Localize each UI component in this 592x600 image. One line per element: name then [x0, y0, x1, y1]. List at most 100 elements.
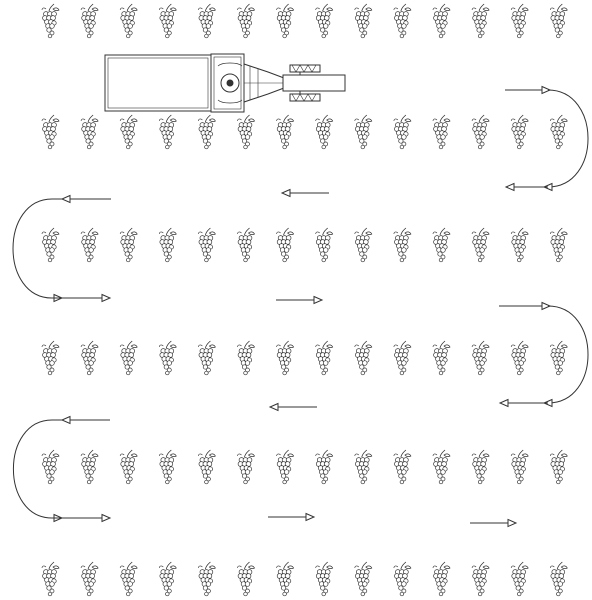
grape-cluster-icon [511, 341, 528, 375]
u-turn-left-end [13, 196, 111, 302]
grape-cluster-icon [81, 228, 98, 262]
grape-cluster-icon [394, 450, 411, 484]
vine-row [42, 4, 567, 38]
vine-row [42, 341, 567, 375]
grape-cluster-icon [120, 228, 137, 262]
grape-cluster-icon [159, 341, 176, 375]
vine-row [42, 115, 567, 149]
grape-cluster-icon [355, 228, 372, 262]
grape-cluster-icon [472, 562, 489, 596]
vine-row [42, 562, 567, 596]
grape-cluster-icon [550, 562, 567, 596]
arrow-head [508, 520, 516, 527]
path-arrows [13, 87, 588, 527]
grape-cluster-icon [81, 450, 98, 484]
grape-cluster-icon [42, 115, 59, 149]
grape-cluster-icon [159, 115, 176, 149]
grape-cluster-icon [472, 450, 489, 484]
tractor-with-trailer-icon [105, 54, 345, 112]
grape-cluster-icon [42, 562, 59, 596]
grape-cluster-icon [277, 4, 294, 38]
grape-cluster-icon [550, 450, 567, 484]
grape-cluster-icon [394, 562, 411, 596]
grape-cluster-icon [394, 115, 411, 149]
grape-cluster-icon [433, 450, 450, 484]
grape-cluster-icon [316, 4, 333, 38]
grape-cluster-icon [316, 341, 333, 375]
grape-cluster-icon [511, 450, 528, 484]
arrow-head [102, 295, 110, 302]
grape-cluster-icon [433, 228, 450, 262]
path-arrow-right [268, 514, 314, 521]
arrow-head [102, 515, 110, 522]
path-arrow-right [470, 520, 516, 527]
grape-cluster-icon [198, 4, 215, 38]
path-arrow-left [282, 190, 329, 197]
grape-cluster-icon [238, 450, 255, 484]
turn-curve [548, 90, 588, 187]
arrow-head [270, 404, 278, 411]
grape-cluster-icon [81, 4, 98, 38]
grape-cluster-icon [550, 228, 567, 262]
grape-cluster-icon [472, 115, 489, 149]
grape-cluster-icon [355, 450, 372, 484]
grape-cluster-icon [238, 562, 255, 596]
grape-cluster-icon [433, 4, 450, 38]
grape-cluster-icon [277, 115, 294, 149]
grape-cluster-icon [120, 562, 137, 596]
grape-cluster-icon [511, 4, 528, 38]
grape-cluster-icon [81, 115, 98, 149]
grape-cluster-icon [550, 341, 567, 375]
grape-cluster-icon [159, 4, 176, 38]
vine-row [42, 228, 567, 262]
arrow-head [62, 196, 70, 203]
grape-cluster-icon [42, 228, 59, 262]
grape-cluster-icon [42, 341, 59, 375]
vine-row [42, 450, 567, 484]
arrow-head [506, 184, 514, 191]
grape-cluster-icon [42, 4, 59, 38]
grape-cluster-icon [472, 341, 489, 375]
grape-cluster-icon [81, 562, 98, 596]
arrow-head [314, 297, 322, 304]
grape-cluster-icon [277, 450, 294, 484]
grape-cluster-icon [472, 4, 489, 38]
grape-cluster-icon [394, 4, 411, 38]
grape-cluster-icon [316, 450, 333, 484]
grape-cluster-icon [316, 562, 333, 596]
grape-cluster-icon [159, 562, 176, 596]
grape-cluster-icon [511, 228, 528, 262]
path-arrow-left [270, 404, 317, 411]
grape-cluster-icon [316, 115, 333, 149]
grape-cluster-icon [394, 341, 411, 375]
grape-cluster-icon [355, 4, 372, 38]
arrow-head [282, 190, 290, 197]
path-arrow-right [276, 297, 322, 304]
grape-cluster-icon [198, 115, 215, 149]
grape-cluster-icon [394, 228, 411, 262]
grape-cluster-icon [120, 450, 137, 484]
grape-cluster-icon [238, 4, 255, 38]
grape-cluster-icon [120, 341, 137, 375]
grape-cluster-icon [120, 115, 137, 149]
grape-cluster-icon [198, 228, 215, 262]
grape-cluster-icon [511, 562, 528, 596]
grape-cluster-icon [433, 562, 450, 596]
grape-cluster-icon [277, 228, 294, 262]
grape-cluster-icon [433, 341, 450, 375]
grape-cluster-icon [511, 115, 528, 149]
grape-cluster-icon [120, 4, 137, 38]
grape-cluster-icon [159, 228, 176, 262]
grape-cluster-icon [198, 450, 215, 484]
grape-cluster-icon [277, 341, 294, 375]
grape-cluster-icon [238, 341, 255, 375]
grape-cluster-icon [81, 341, 98, 375]
arrow-head [306, 514, 314, 521]
grape-cluster-icon [238, 115, 255, 149]
grape-cluster-icon [550, 4, 567, 38]
grape-cluster-icon [238, 228, 255, 262]
arrow-head [62, 417, 70, 424]
grape-cluster-icon [277, 562, 294, 596]
grape-cluster-icon [355, 115, 372, 149]
